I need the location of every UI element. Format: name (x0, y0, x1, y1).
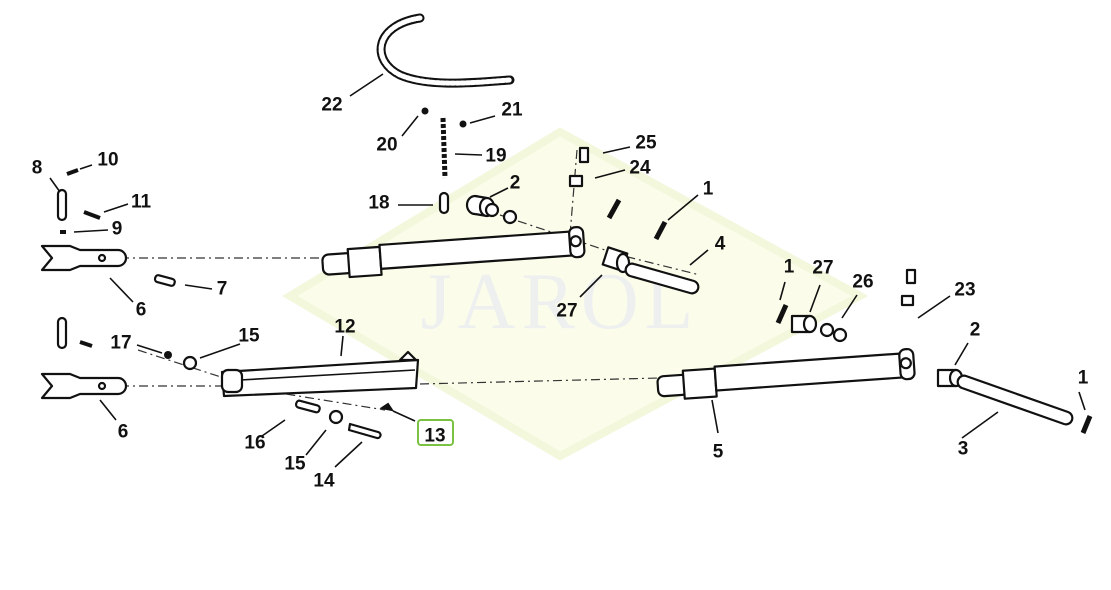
pin-part-8[interactable] (56, 188, 68, 222)
callout-1[interactable]: 1 (703, 179, 714, 200)
callout-10[interactable]: 10 (97, 150, 118, 171)
callout-15[interactable]: 15 (284, 454, 306, 475)
bolt-part-14[interactable] (347, 422, 382, 440)
callout-24[interactable]: 24 (629, 158, 651, 179)
leader-lines (49, 73, 1086, 468)
callout-12[interactable]: 12 (334, 317, 355, 338)
pin-part-1[interactable] (653, 220, 668, 241)
callout-26[interactable]: 26 (852, 272, 873, 293)
clip-part-18[interactable] (438, 191, 450, 215)
callout-23[interactable]: 23 (954, 280, 975, 301)
nut-part-13[interactable] (379, 402, 395, 412)
pin-part-11[interactable] (83, 210, 101, 220)
callout-16[interactable]: 16 (244, 433, 265, 454)
pin-part-10[interactable] (66, 168, 79, 176)
fitting-part[interactable] (905, 268, 917, 285)
callout-15[interactable]: 15 (238, 326, 260, 347)
fork-part-6-lower[interactable] (40, 372, 128, 400)
bushing-part-27-upper[interactable] (601, 246, 631, 274)
callout-27[interactable]: 27 (556, 301, 577, 322)
fitting-part[interactable] (900, 294, 915, 307)
callout-1[interactable]: 1 (1078, 368, 1089, 389)
callout-22[interactable]: 22 (321, 95, 342, 116)
pin-part-1-right[interactable] (1080, 415, 1093, 434)
callout-13-selected[interactable]: 13 (424, 426, 445, 447)
callout-21[interactable]: 21 (501, 100, 523, 121)
callout-1[interactable]: 1 (784, 257, 795, 278)
callout-27[interactable]: 27 (812, 258, 833, 279)
callout-labels: 22 21 20 19 25 24 10 8 11 9 2 18 1 4 7 6… (32, 95, 1089, 492)
fitting-part-24[interactable] (568, 174, 584, 188)
ring-part-26[interactable] (832, 327, 848, 343)
hydraulic-cylinder-upper[interactable] (321, 225, 586, 279)
screw-part-21[interactable] (459, 120, 467, 128)
callout-4[interactable]: 4 (715, 234, 726, 255)
callout-5[interactable]: 5 (713, 442, 724, 463)
hose-part-22[interactable] (376, 13, 515, 88)
rod-part-4[interactable] (624, 262, 700, 295)
selected-callout-highlight (417, 419, 454, 446)
bushing-part-2-lower[interactable] (936, 368, 964, 388)
callout-2[interactable]: 2 (970, 320, 981, 341)
pin-part[interactable] (79, 340, 93, 348)
callout-17[interactable]: 17 (110, 333, 131, 354)
washer-part-15[interactable] (182, 355, 198, 371)
ring-part[interactable] (502, 209, 518, 225)
fitting-part-25[interactable] (578, 146, 590, 164)
ring-part-26[interactable] (819, 322, 835, 338)
pin-part-1[interactable] (606, 198, 622, 220)
callout-7[interactable]: 7 (217, 279, 228, 300)
callout-9[interactable]: 9 (112, 219, 123, 240)
callout-3[interactable]: 3 (958, 439, 969, 460)
hydraulic-cylinder-lower[interactable] (656, 347, 916, 401)
callout-25[interactable]: 25 (635, 133, 657, 154)
centerline-pin-upper (499, 214, 701, 276)
arm-part-12[interactable] (220, 350, 420, 398)
callout-2[interactable]: 2 (510, 173, 521, 194)
callout-11[interactable]: 11 (131, 192, 152, 213)
fork-part-6-upper[interactable] (40, 244, 128, 272)
nut-part-17[interactable] (164, 351, 172, 359)
callout-19[interactable]: 19 (485, 146, 506, 167)
pin-part-16[interactable] (294, 399, 321, 414)
washer-part-15-lower[interactable] (328, 409, 344, 425)
callout-18[interactable]: 18 (368, 193, 389, 214)
bushing-part-27-lower[interactable] (790, 314, 818, 334)
callout-6[interactable]: 6 (118, 422, 129, 443)
chain-part-19[interactable] (440, 117, 448, 179)
rod-part-3[interactable] (956, 374, 1074, 426)
ring-part[interactable] (484, 202, 500, 218)
callout-14[interactable]: 14 (313, 471, 335, 492)
centerline-lower (120, 377, 661, 387)
pin-part-7[interactable] (153, 274, 176, 287)
centerline-fitting (569, 149, 578, 236)
callout-8[interactable]: 8 (32, 158, 43, 179)
pin-part-1-lower[interactable] (775, 303, 789, 325)
pin-part-8-lower[interactable] (56, 316, 68, 350)
callout-6[interactable]: 6 (136, 300, 147, 321)
screw-part-20[interactable] (421, 107, 429, 115)
callout-20[interactable]: 20 (376, 135, 397, 156)
